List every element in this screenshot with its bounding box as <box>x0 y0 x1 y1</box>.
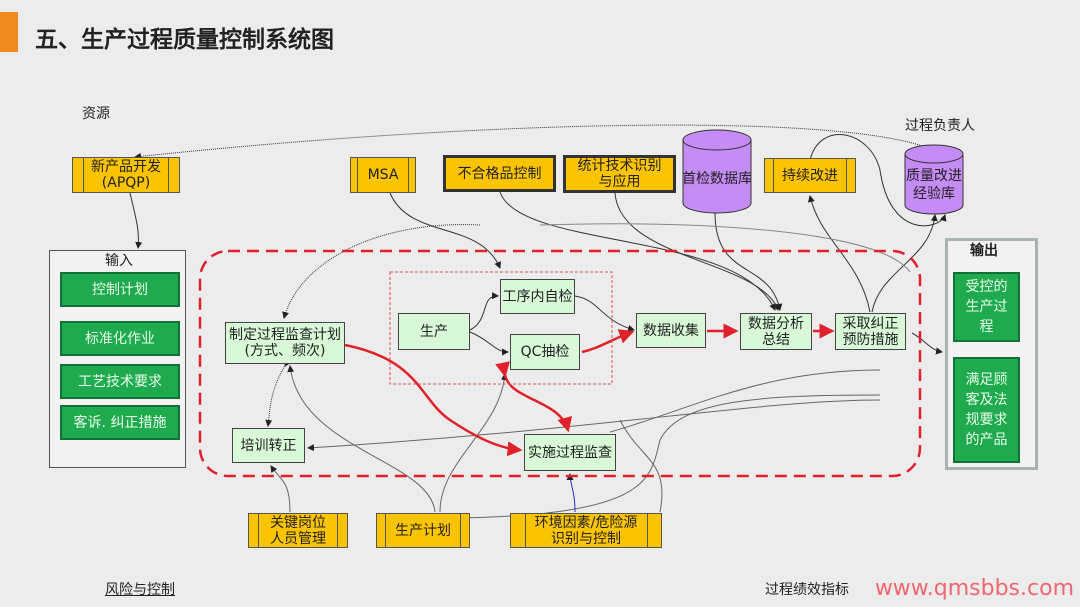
production-plan-box: 生产计划 <box>376 513 470 548</box>
apqp-box: 新产品开发(APQP) <box>72 157 180 193</box>
connector <box>389 192 501 269</box>
output-title: 输出 <box>970 243 998 259</box>
environment-risk-box: 环境因素/危险源识别与控制 <box>510 513 662 548</box>
first-inspection-db-cylinder <box>682 129 752 214</box>
plan-line2: (方式、频次) <box>244 343 326 359</box>
red-flow <box>581 329 635 354</box>
first-inspection-db-label: 首检数据库 <box>682 171 752 187</box>
training-box: 培训转正 <box>232 428 305 463</box>
process-audit-box: 实施过程监查 <box>524 434 616 471</box>
analysis-line1: 数据分析 <box>748 315 804 332</box>
corrective-line2: 预防措施 <box>842 331 899 348</box>
process-boundary <box>198 249 922 478</box>
output-item: 受控的生产过程 <box>953 272 1020 342</box>
connector <box>265 359 292 427</box>
statistical-technique-box: 统计技术识别与应用 <box>563 155 676 193</box>
connector <box>619 419 663 513</box>
connector <box>574 295 635 332</box>
connector <box>609 369 881 433</box>
connector <box>134 124 951 161</box>
env-line1: 环境因素/危险源 <box>534 514 638 531</box>
lessons-db-cylinder <box>904 144 964 215</box>
env-line2: 识别与控制 <box>551 530 621 547</box>
monitoring-plan-box: 制定过程监查计划(方式、频次) <box>225 322 345 364</box>
input-item: 工艺技术要求 <box>60 364 180 399</box>
input-item: 客诉. 纠正措施 <box>60 405 180 440</box>
input-item: 标准化作业 <box>60 321 180 356</box>
lessons-line2: 经验库 <box>913 186 955 202</box>
page-title: 五、生产过程质量控制系统图 <box>35 27 334 53</box>
plan-line1: 制定过程监查计划 <box>229 327 341 343</box>
connector <box>566 473 576 513</box>
connector <box>129 192 143 249</box>
input-item: 控制计划 <box>60 272 180 307</box>
nonconforming-control-box: 不合格品控制 <box>443 155 556 192</box>
production-box: 生产 <box>398 313 470 350</box>
key-staff-line1: 关键岗位 <box>270 514 326 531</box>
lessons-line1: 质量改进 <box>906 168 962 184</box>
lessons-db-label: 质量改进经验库 <box>900 163 968 207</box>
connector <box>469 331 509 356</box>
connector <box>614 192 780 311</box>
data-collection-box: 数据收集 <box>636 313 706 348</box>
corrective-action-box: 采取纠正预防措施 <box>835 313 906 350</box>
connector <box>307 399 881 452</box>
self-check-box: 工序内自检 <box>500 279 575 314</box>
key-staff-box: 关键岗位人员管理 <box>248 513 348 548</box>
stats-line2: 与应用 <box>598 174 641 190</box>
apqp-line1: 新产品开发 <box>91 159 161 175</box>
connector <box>287 365 436 513</box>
analysis-line2: 总结 <box>762 331 790 348</box>
connector <box>807 195 871 313</box>
production-group <box>389 271 613 385</box>
risk-control-label: 风险与控制 <box>105 582 175 598</box>
key-staff-line2: 人员管理 <box>270 530 326 547</box>
continuous-improvement-box: 持续改进 <box>764 158 856 193</box>
connector <box>809 134 947 227</box>
red-flow <box>495 361 573 433</box>
connector <box>448 394 881 522</box>
apqp-line2: (APQP) <box>101 175 151 191</box>
input-title: 输入 <box>105 253 133 269</box>
kpi-label: 过程绩效指标 <box>765 582 849 598</box>
red-flow <box>344 343 523 457</box>
stats-line1: 统计技术识别 <box>577 158 662 174</box>
connector <box>270 465 291 513</box>
data-analysis-box: 数据分析总结 <box>740 313 812 350</box>
connector <box>714 212 783 311</box>
corrective-line1: 采取纠正 <box>842 315 899 332</box>
connector <box>282 224 481 319</box>
connector <box>911 332 943 355</box>
process-owner-label: 过程负责人 <box>905 118 975 134</box>
output-item: 满足顾客及法规要求的产品 <box>953 357 1020 463</box>
resources-label: 资源 <box>82 106 110 122</box>
watermark: www.qmsbbs.com <box>874 576 1074 601</box>
connector <box>871 214 938 313</box>
title-accent-bar <box>0 12 18 52</box>
qc-sampling-box: QC抽检 <box>510 334 580 370</box>
connector <box>469 292 499 331</box>
msa-box: MSA <box>350 157 416 193</box>
connector <box>539 223 911 273</box>
